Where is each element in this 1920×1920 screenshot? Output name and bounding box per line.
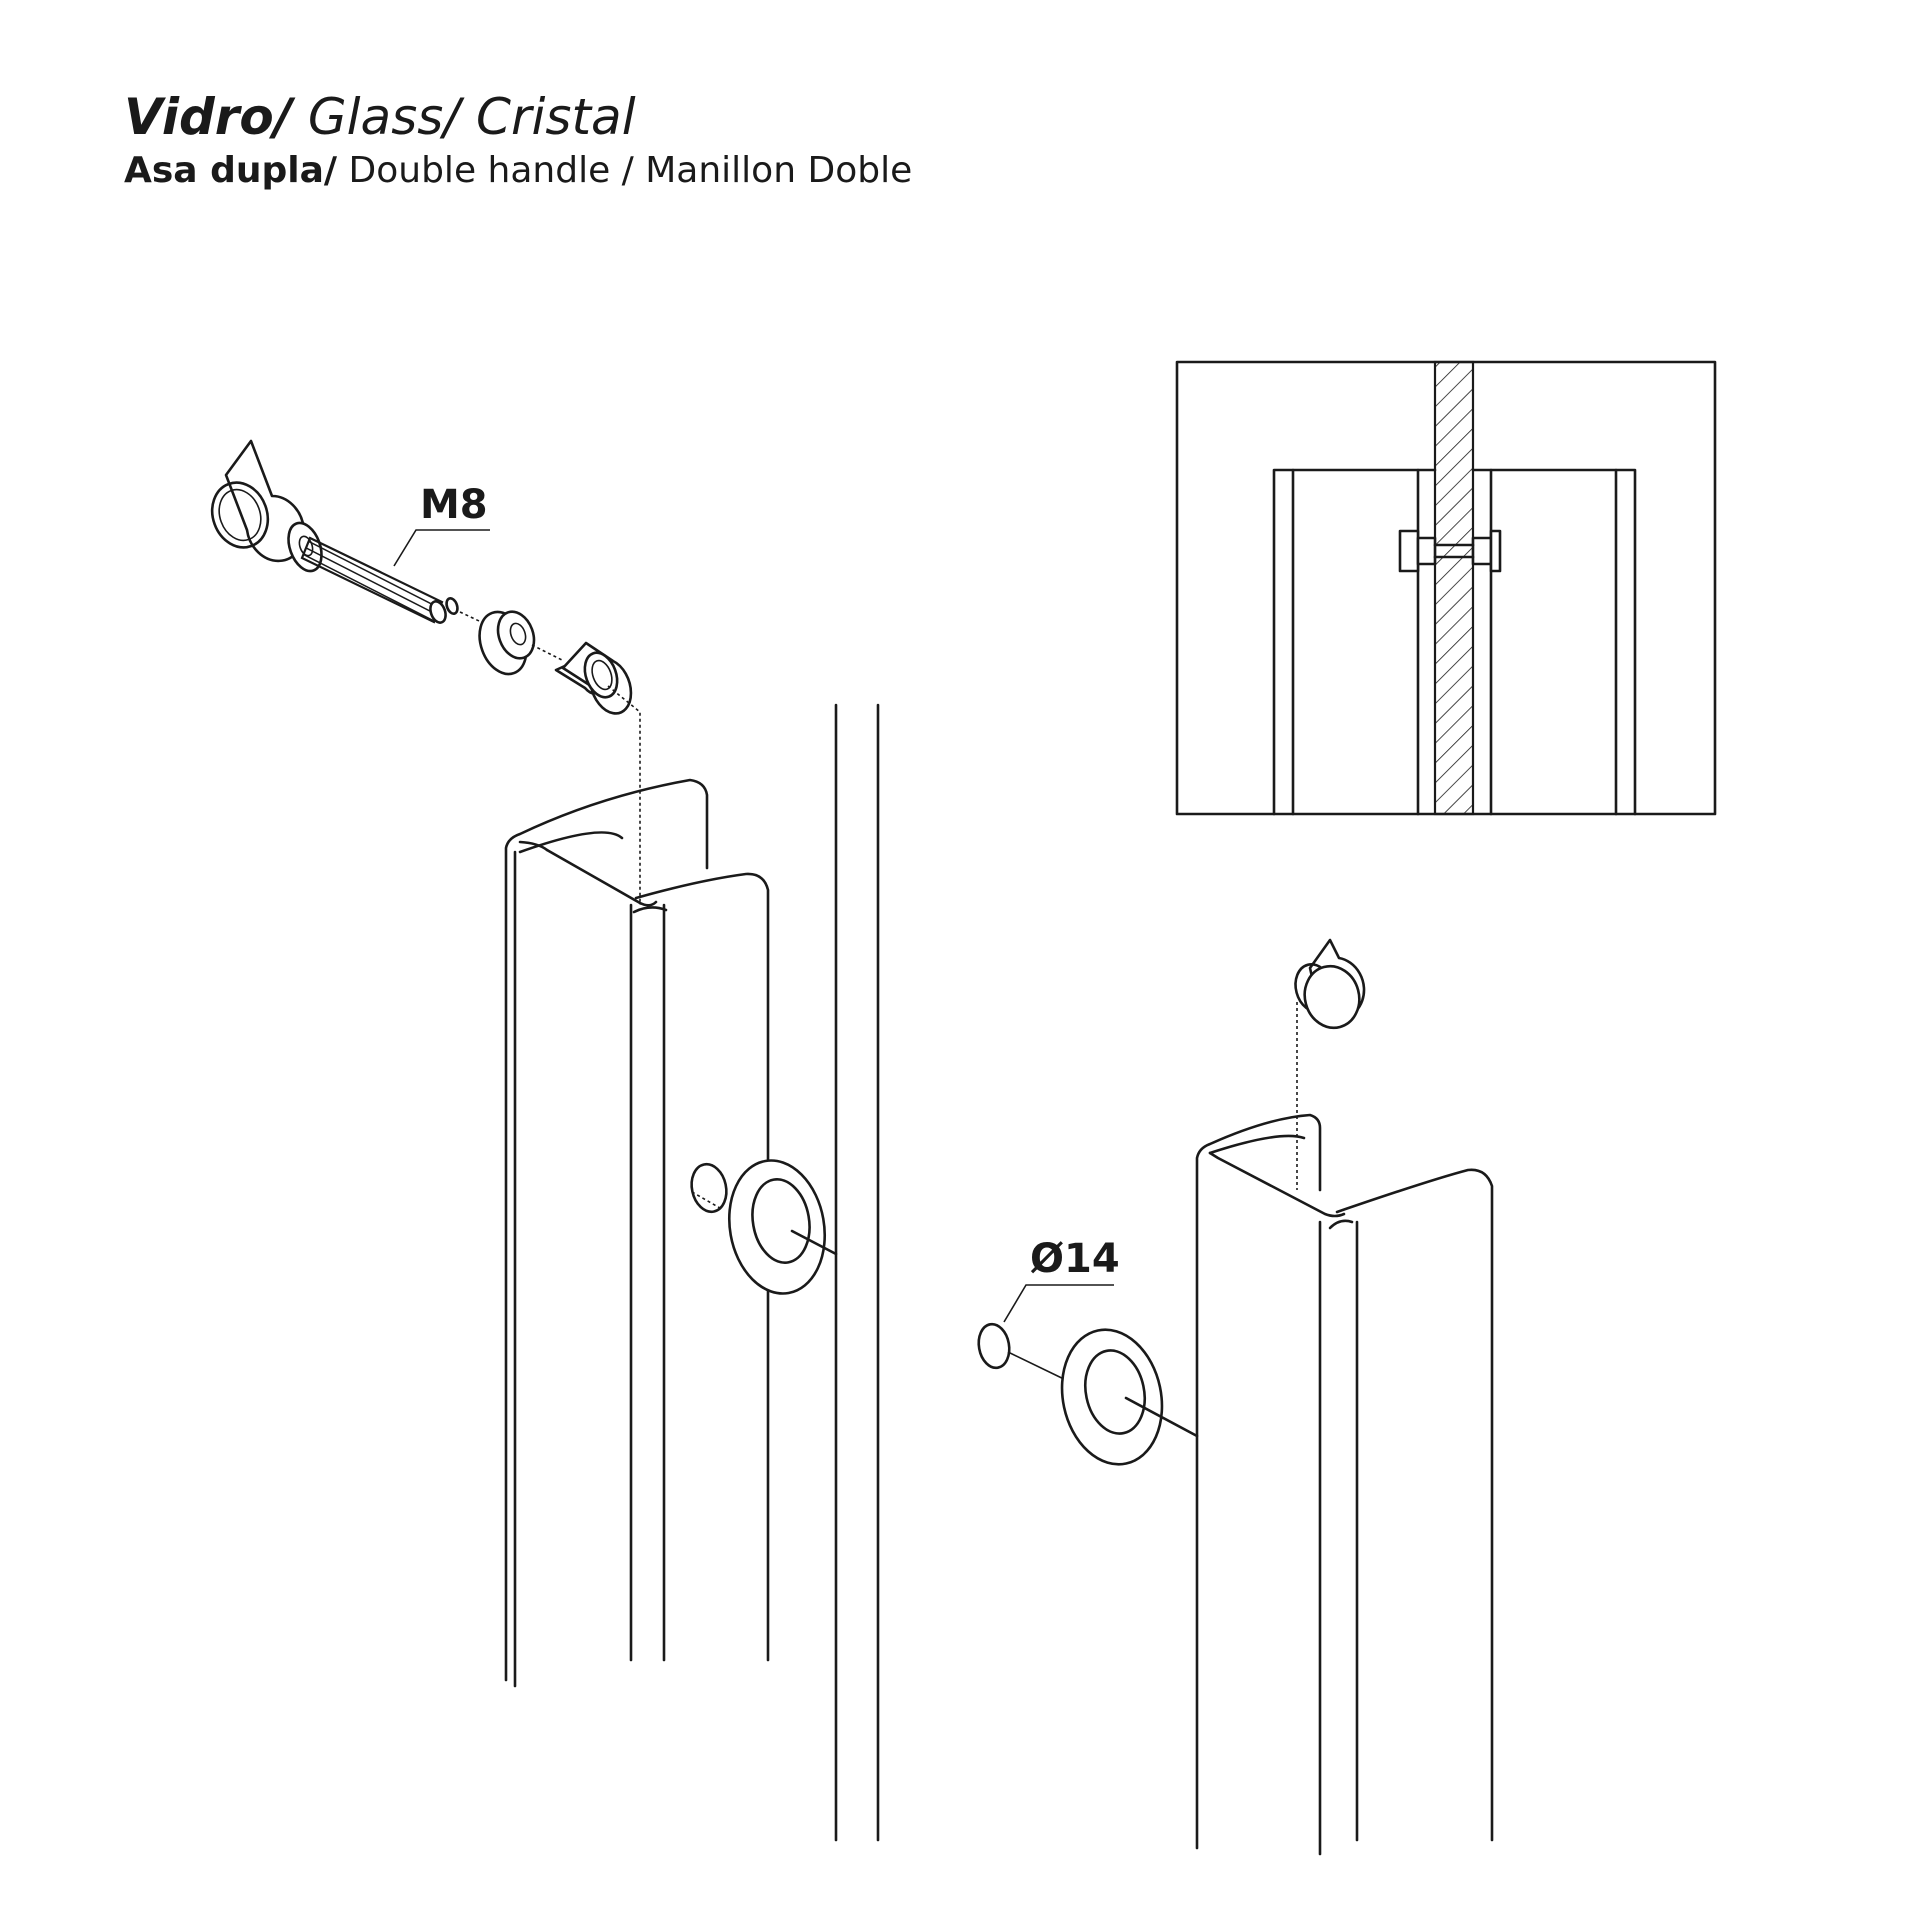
subtitle: Asa dupla/ Double handle / Manillon Dobl…: [124, 148, 912, 194]
left-glass-grommet: [690, 1159, 838, 1295]
screw-leader: [393, 529, 490, 567]
hole-leader: [1003, 1284, 1114, 1323]
left-handle: [504, 778, 770, 1688]
title-rest: Glass/ Cristal: [292, 88, 636, 146]
drawing-header: Vidro/ Glass/ Cristal Asa dupla/ Double …: [124, 86, 912, 194]
m8-screw: [300, 536, 459, 624]
hole-label: Ø14: [1030, 1236, 1120, 1282]
title: Vidro/ Glass/ Cristal: [124, 86, 912, 148]
section-detail: [1175, 360, 1717, 816]
sleeve-part: [554, 641, 633, 715]
right-glass-grommet: [977, 1322, 1199, 1466]
bushing-part: [478, 610, 536, 676]
subtitle-rest: Double handle / Manillon Doble: [337, 150, 913, 191]
subtitle-bold: Asa dupla/: [124, 150, 338, 191]
title-bold: Vidro/: [124, 88, 293, 146]
screw-label: M8: [420, 482, 488, 528]
cap-button-part: [1294, 938, 1366, 1030]
right-handle: [1195, 1113, 1494, 1856]
